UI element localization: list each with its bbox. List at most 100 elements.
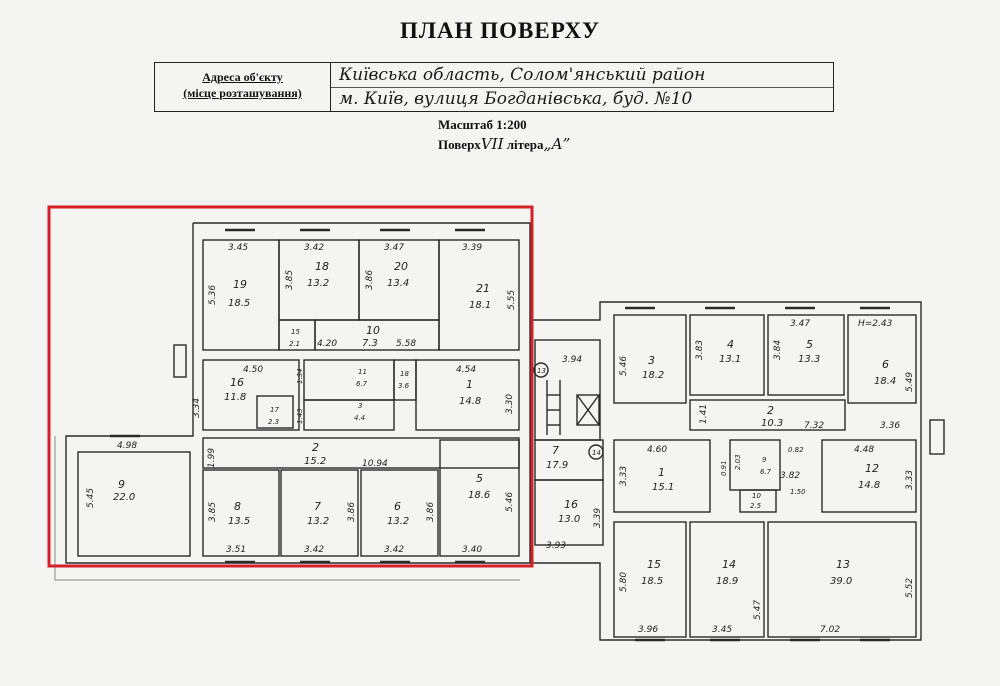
dimension: 3.45 — [712, 625, 732, 635]
balcony-right — [929, 419, 945, 455]
room-14r-wall — [689, 521, 765, 638]
room-7: 713.2 — [307, 500, 329, 527]
room-9r: 96.7 — [760, 456, 772, 476]
room-10: 107.3 — [362, 324, 380, 349]
balcony-left — [173, 344, 187, 378]
dimension: 7.02 — [820, 625, 840, 635]
svg-text:14.8: 14.8 — [858, 480, 880, 491]
floor-litera-label: літера — [506, 137, 544, 152]
room-8: 813.5 — [228, 500, 250, 527]
svg-text:7.3: 7.3 — [362, 338, 378, 349]
dimension: 3.39 — [593, 508, 603, 528]
address-label-line2: (місце розташування) — [183, 86, 302, 100]
shaft-cross — [576, 394, 600, 426]
svg-text:22.0: 22.0 — [113, 492, 135, 503]
address-line-1: Київська область, Солом'янський район — [339, 65, 706, 85]
floor-label: ПоверхVII літера„А” — [438, 135, 570, 153]
room-3-wall — [303, 399, 395, 431]
dimension: H=2.43 — [858, 319, 893, 329]
dimension: 3.34 — [192, 398, 202, 418]
svg-text:13.2: 13.2 — [307, 516, 329, 527]
dimension: 5.49 — [905, 372, 915, 392]
dimension: 3.51 — [226, 545, 246, 555]
room-8-wall — [202, 469, 280, 557]
room-9-wall — [77, 451, 191, 557]
svg-text:4: 4 — [727, 338, 734, 351]
room-7r: 717.9 — [546, 444, 568, 471]
highlight-box — [47, 205, 534, 568]
svg-text:21: 21 — [476, 282, 490, 295]
svg-text:13.2: 13.2 — [387, 516, 409, 527]
svg-text:8: 8 — [234, 500, 241, 513]
dimension: 3.39 — [462, 243, 482, 253]
dimension: 3.86 — [426, 502, 436, 522]
room-1r: 115.1 — [652, 466, 674, 493]
svg-text:16: 16 — [564, 498, 578, 511]
room-7-wall — [280, 469, 359, 557]
svg-text:18.4: 18.4 — [874, 376, 896, 387]
dimension: 5.58 — [396, 339, 416, 349]
svg-text:14: 14 — [722, 558, 736, 571]
dimension: 5.45 — [86, 488, 96, 508]
svg-text:9: 9 — [762, 456, 767, 464]
svg-text:14.8: 14.8 — [459, 396, 481, 407]
room-3: 34.4 — [354, 402, 365, 422]
dimension: 4.48 — [854, 445, 874, 455]
svg-text:13.0: 13.0 — [558, 514, 580, 525]
dimension: 5.36 — [208, 285, 218, 305]
marker-labels: 13 14 — [537, 367, 601, 457]
room-10r: 102.5 — [750, 492, 762, 510]
svg-text:2.5: 2.5 — [750, 502, 762, 510]
dimension: 3.82 — [780, 471, 800, 481]
room-2r-wall — [689, 399, 846, 431]
floor-litera: „А” — [543, 135, 571, 153]
svg-text:15.1: 15.1 — [652, 482, 674, 493]
svg-text:17: 17 — [270, 406, 279, 414]
svg-text:13.2: 13.2 — [307, 278, 329, 289]
room-1r-wall — [613, 439, 711, 513]
dimension: 0.91 — [720, 460, 728, 476]
dimension: 4.20 — [317, 339, 337, 349]
room-6r-wall — [847, 314, 917, 404]
dimension: 3.47 — [790, 319, 810, 329]
dimension: 1.41 — [699, 404, 709, 424]
room-17-wall — [256, 395, 294, 429]
dimension: 3.33 — [619, 466, 629, 486]
svg-text:15.2: 15.2 — [304, 456, 326, 467]
address-label: Адреса об'єкту (місце розташування) — [155, 63, 331, 111]
dimension: 3.96 — [638, 625, 658, 635]
room-5r-wall — [767, 314, 845, 396]
address-rule — [331, 87, 833, 88]
svg-text:13.1: 13.1 — [719, 354, 741, 365]
windows — [110, 228, 890, 642]
room-10-wall — [314, 319, 440, 351]
dimension: 3.47 — [384, 243, 404, 253]
svg-text:2.3: 2.3 — [268, 418, 279, 426]
room-9: 922.0 — [113, 478, 135, 503]
room-18a-wall — [393, 359, 417, 401]
svg-text:1: 1 — [466, 378, 473, 391]
dimension: 1.34 — [296, 368, 304, 384]
dimension: 3.94 — [562, 355, 582, 365]
outer-wall — [65, 222, 531, 564]
svg-text:1: 1 — [658, 466, 665, 479]
room-18a: 183.6 — [398, 370, 410, 390]
svg-text:2: 2 — [312, 441, 319, 454]
svg-text:20: 20 — [394, 260, 408, 273]
dimension: 3.84 — [773, 340, 783, 360]
room-5: 518.6 — [468, 472, 490, 501]
svg-text:39.0: 39.0 — [830, 576, 852, 587]
room-5-wall — [439, 439, 520, 557]
room-21-wall — [438, 239, 520, 351]
room-10r-wall — [739, 489, 777, 513]
dimension: 0.82 — [788, 446, 804, 454]
dimension: 1.43 — [296, 408, 304, 424]
dimension-labels: 3.45 3.42 3.47 3.39 5.36 3.85 3.86 5.55 … — [86, 243, 915, 635]
wall-outlines — [54, 222, 945, 642]
